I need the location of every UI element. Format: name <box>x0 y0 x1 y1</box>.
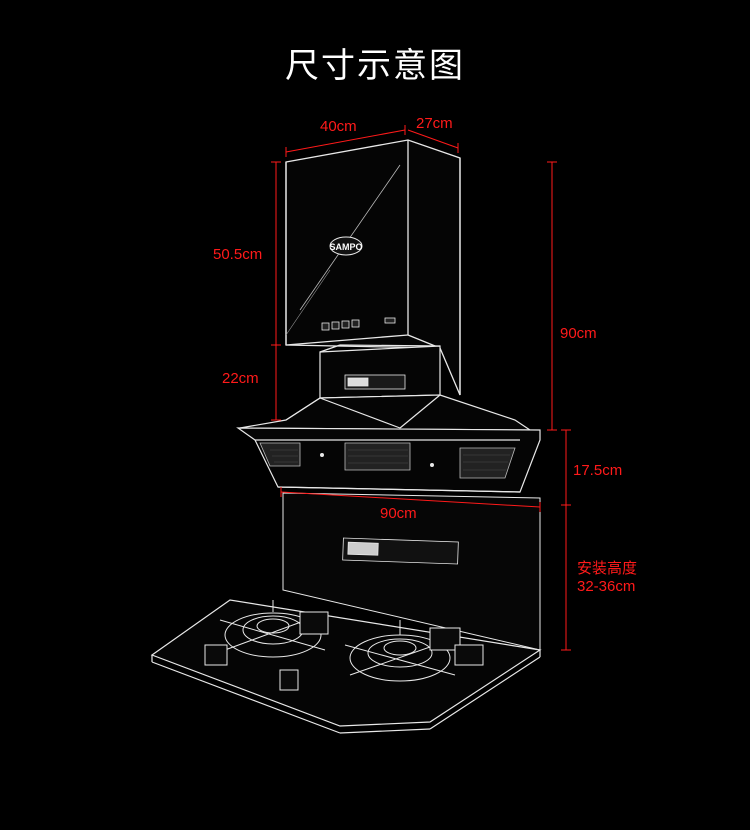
dim-upper-height: 50.5cm <box>213 246 263 263</box>
dim-install-range: 32-36cm <box>577 578 636 595</box>
cooktop <box>150 599 542 734</box>
upper-cabinet <box>285 139 461 396</box>
dim-top-depth: 27cm <box>416 115 453 132</box>
dim-top-width: 40cm <box>320 118 357 135</box>
dim-neck-height: 22cm <box>222 370 259 387</box>
dim-hood-width: 90cm <box>380 505 417 522</box>
dim-hood-height: 17.5cm <box>573 462 623 479</box>
control-buttons <box>321 317 396 331</box>
grille-mesh <box>270 449 510 471</box>
dim-install-label: 安装高度 <box>577 560 638 577</box>
back-panel-sign <box>342 537 459 565</box>
right-burner <box>344 620 484 682</box>
brand-logo <box>329 236 363 256</box>
vent-grilles <box>259 442 516 479</box>
neck-section <box>319 344 441 399</box>
left-burner <box>204 600 329 691</box>
brand-logo-text: SAMPO <box>329 242 362 252</box>
page-title: 尺寸示意图 <box>285 46 465 86</box>
dim-total-height: 90cm <box>560 325 597 342</box>
hood-lights <box>320 453 434 467</box>
dimension-lines <box>271 125 571 651</box>
neck-label-plate <box>344 374 406 390</box>
hood-top <box>239 394 533 431</box>
